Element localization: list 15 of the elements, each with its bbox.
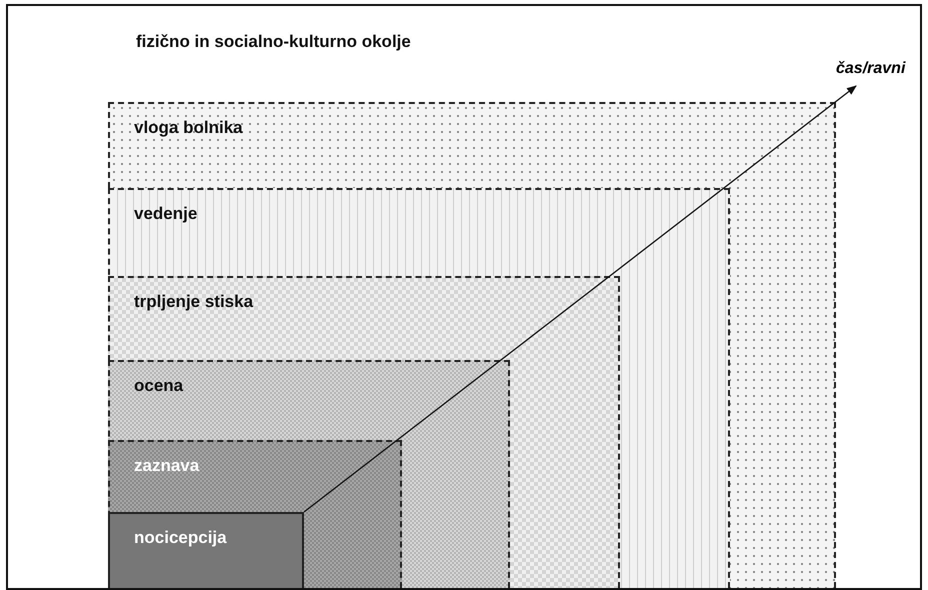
axis-label: čas/ravni [836,60,906,78]
layer-label: vloga bolnika [134,118,243,138]
layer-box [108,276,620,588]
layer-box [108,512,304,588]
layer-box [108,102,836,588]
title-text: fizično in socialno-kulturno okolje [136,32,411,52]
layer-label: zaznava [134,456,200,476]
layer-box [108,188,730,588]
layer-label: nocicepcija [134,528,227,548]
layer-box [108,440,402,588]
outer-frame [6,4,922,590]
layer-box [108,360,510,588]
layer-label: ocena [134,376,184,396]
layer-label: trpljenje stiska [134,292,254,312]
layer-label: vedenje [134,204,198,224]
